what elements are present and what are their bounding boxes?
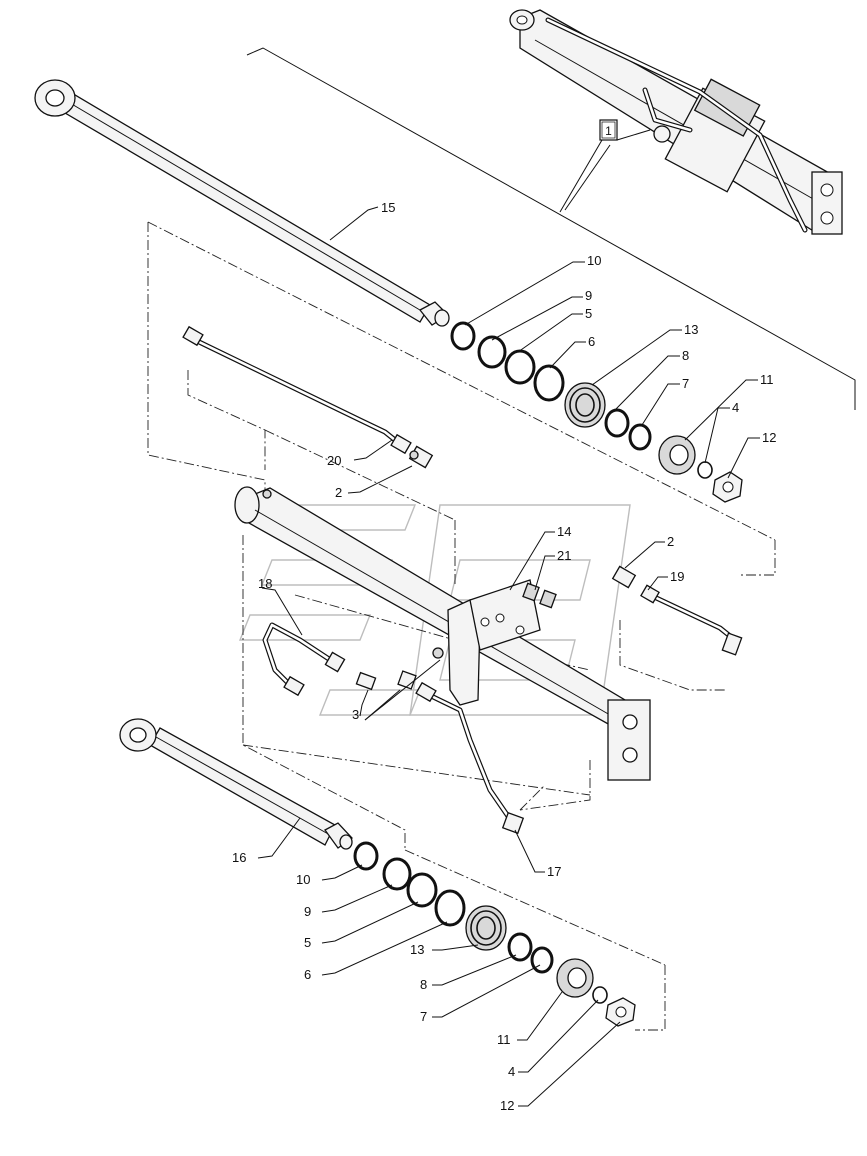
- callout-6-lower: 6: [304, 967, 311, 982]
- callout-4-upper: 4: [732, 400, 739, 415]
- callout-11-lower: 11: [497, 1032, 511, 1047]
- assembly-ref-box: [599, 119, 618, 141]
- fitting-2-upper: [408, 445, 434, 469]
- callout-19: 19: [670, 569, 684, 584]
- fitting-2-right: [611, 565, 637, 589]
- leader-lines: [257, 206, 760, 1107]
- callout-3: 3: [352, 707, 359, 722]
- callout-13-lower: 13: [410, 942, 424, 957]
- callout-17: 17: [547, 864, 561, 879]
- upper-seal-kit: [450, 321, 743, 503]
- callout-6-upper: 6: [588, 334, 595, 349]
- callout-2-upper: 2: [335, 485, 342, 500]
- callout-20: 20: [327, 453, 341, 468]
- callout-15: 15: [381, 200, 395, 215]
- piston-rod-16: [119, 718, 353, 850]
- callout-18: 18: [258, 576, 272, 591]
- callout-7-upper: 7: [682, 376, 689, 391]
- callout-11-upper: 11: [760, 372, 774, 387]
- fittings-3: [355, 647, 444, 691]
- pipe-17: [415, 681, 525, 835]
- cylinder-barrel: [234, 486, 651, 781]
- callout-16: 16: [232, 850, 246, 865]
- callout-10-upper: 10: [587, 253, 601, 268]
- piston-rod-15: [34, 79, 450, 327]
- callout-9-lower: 9: [304, 904, 311, 919]
- assembly-reference: 1: [246, 47, 856, 410]
- callout-4-lower: 4: [508, 1064, 515, 1079]
- lower-seal-kit: [353, 841, 636, 1027]
- callout-14: 14: [557, 524, 571, 539]
- callout-2-right: 2: [667, 534, 674, 549]
- callout-9-upper: 9: [585, 288, 592, 303]
- complete-cylinder-assembly: [509, 9, 843, 235]
- pipe-19: [640, 584, 743, 656]
- assembly-ref-label: 1: [605, 124, 612, 138]
- callout-10-lower: 10: [296, 872, 310, 887]
- pipe-20: [182, 325, 412, 455]
- callout-8-upper: 8: [682, 348, 689, 363]
- callout-7-lower: 7: [420, 1009, 427, 1024]
- assembly-guide-lines: [147, 221, 776, 1031]
- callout-12-lower: 12: [500, 1098, 514, 1113]
- fittings-21: [522, 582, 557, 609]
- callout-labels: 15 10 9 5 6 13 8 7 11 4 12 20 2 14 21 2 …: [232, 200, 776, 1113]
- callout-5-upper: 5: [585, 306, 592, 321]
- callout-12-upper: 12: [762, 430, 776, 445]
- callout-21: 21: [557, 548, 571, 563]
- callout-13-upper: 13: [684, 322, 698, 337]
- callout-5-lower: 5: [304, 935, 311, 950]
- pipe-18: [262, 622, 346, 697]
- callout-8-lower: 8: [420, 977, 427, 992]
